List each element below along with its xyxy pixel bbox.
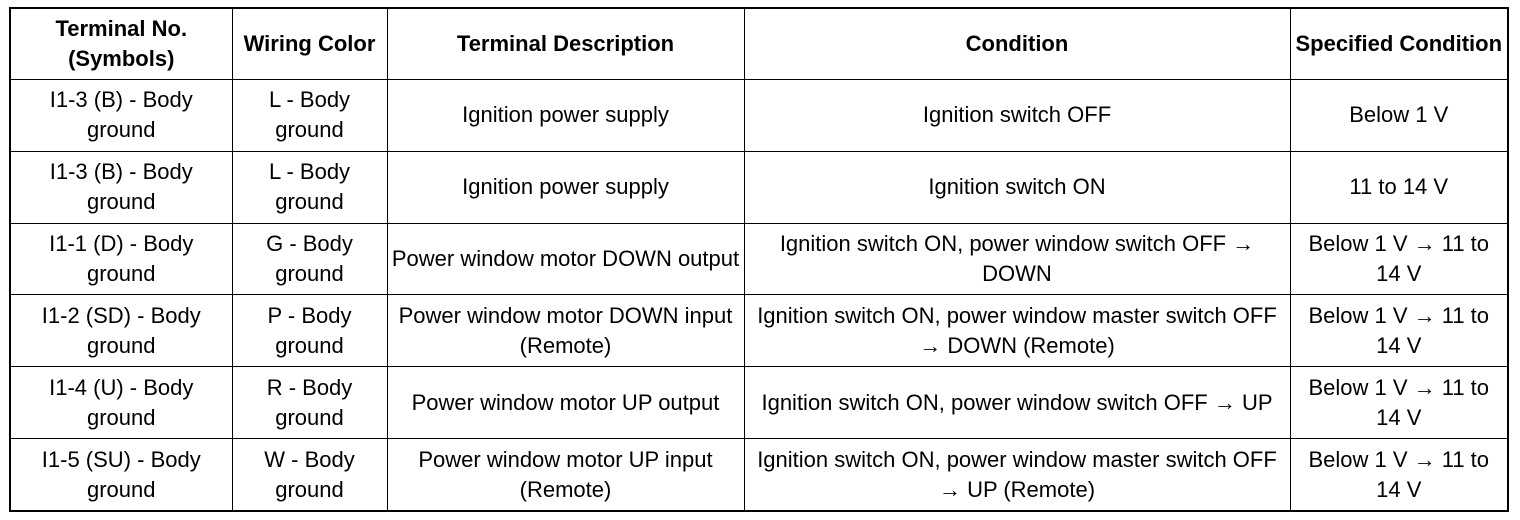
cell-terminal-no: I1-5 (SU) - Body ground (9, 438, 233, 512)
cell-specified-condition: Below 1 V → 11 to 14 V (1289, 222, 1509, 296)
table-row: I1-4 (U) - Body ground R - Body ground P… (9, 366, 1509, 440)
cell-condition: Ignition switch ON, power window switch … (743, 366, 1291, 440)
cell-wiring-color: R - Body ground (231, 366, 388, 440)
table-row: I1-1 (D) - Body ground G - Body ground P… (9, 222, 1509, 296)
header-specified-condition: Specified Condition (1289, 7, 1509, 80)
cell-wiring-color: P - Body ground (231, 294, 388, 368)
cell-condition: Ignition switch ON, power window switch … (743, 222, 1291, 296)
header-terminal-no: Terminal No. (Symbols) (9, 7, 233, 80)
cell-terminal-no: I1-3 (B) - Body ground (9, 79, 233, 152)
cell-terminal-description: Power window motor UP input (Remote) (386, 438, 745, 512)
cell-terminal-no: I1-3 (B) - Body ground (9, 150, 233, 224)
header-condition: Condition (743, 7, 1291, 80)
cell-wiring-color: G - Body ground (231, 222, 388, 296)
table-row: I1-5 (SU) - Body ground W - Body ground … (9, 438, 1509, 512)
cell-wiring-color: L - Body ground (231, 150, 388, 224)
cell-condition: Ignition switch ON, power window master … (743, 438, 1291, 512)
cell-terminal-description: Ignition power supply (386, 150, 745, 224)
cell-wiring-color: W - Body ground (231, 438, 388, 512)
cell-condition: Ignition switch ON, power window master … (743, 294, 1291, 368)
cell-specified-condition: 11 to 14 V (1289, 150, 1509, 224)
cell-wiring-color: L - Body ground (231, 79, 388, 152)
cell-terminal-description: Power window motor DOWN input (Remote) (386, 294, 745, 368)
cell-terminal-no: I1-4 (U) - Body ground (9, 366, 233, 440)
terminal-spec-table: Terminal No. (Symbols) Wiring Color Term… (9, 7, 1509, 512)
cell-terminal-description: Ignition power supply (386, 79, 745, 152)
cell-specified-condition: Below 1 V → 11 to 14 V (1289, 438, 1509, 512)
table-row: I1-2 (SD) - Body ground P - Body ground … (9, 294, 1509, 368)
cell-terminal-description: Power window motor DOWN output (386, 222, 745, 296)
cell-condition: Ignition switch ON (743, 150, 1291, 224)
cell-specified-condition: Below 1 V → 11 to 14 V (1289, 294, 1509, 368)
cell-terminal-no: I1-2 (SD) - Body ground (9, 294, 233, 368)
table-header-row: Terminal No. (Symbols) Wiring Color Term… (9, 7, 1509, 80)
cell-terminal-description: Power window motor UP output (386, 366, 745, 440)
header-wiring-color: Wiring Color (231, 7, 388, 80)
table-row: I1-3 (B) - Body ground L - Body ground I… (9, 79, 1509, 152)
cell-specified-condition: Below 1 V (1289, 79, 1509, 152)
table-row: I1-3 (B) - Body ground L - Body ground I… (9, 150, 1509, 224)
cell-terminal-no: I1-1 (D) - Body ground (9, 222, 233, 296)
cell-condition: Ignition switch OFF (743, 79, 1291, 152)
header-terminal-description: Terminal Description (386, 7, 745, 80)
cell-specified-condition: Below 1 V → 11 to 14 V (1289, 366, 1509, 440)
